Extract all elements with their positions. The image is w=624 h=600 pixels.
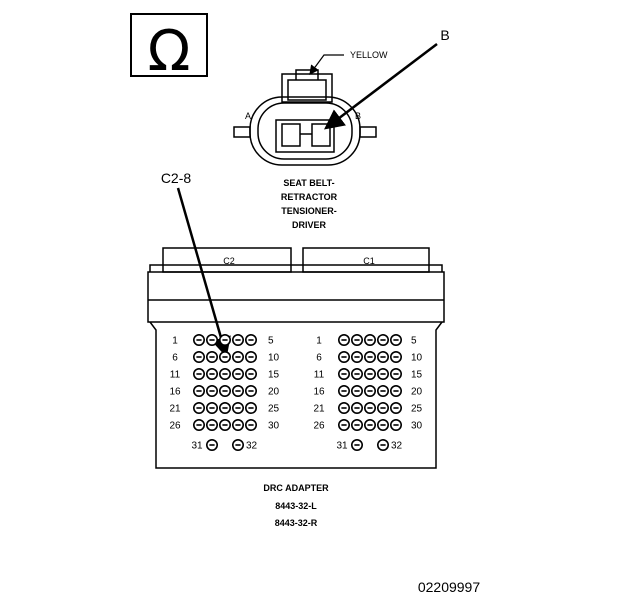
c1-row-label-left: 16 [313,387,325,398]
c1-row-label-right: 30 [411,421,423,432]
c1-row-label-left: 11 [314,370,325,381]
c1-row-label-left: 6 [316,353,322,364]
side-a-label: A [245,111,251,121]
c1-row-label-left: 21 [313,404,325,415]
c1-row-label-right: 10 [411,353,423,364]
c2-row-label-right: 10 [268,353,280,364]
drc-adapter-body [147,247,445,469]
c2-row-label-left: 1 [172,336,178,347]
ohm-icon: Ω [148,19,191,84]
c2-row-label-left: 21 [169,404,181,415]
c2-row-label-right: 5 [268,336,274,347]
c1-label: C1 [363,256,375,266]
c2-label: C2 [223,256,235,266]
side-b-label: B [355,111,361,121]
c1-row-label-right: 15 [411,370,423,381]
c2-row-label-left: 16 [169,387,181,398]
adapter-part-left: 8443-32-L [275,501,317,511]
c2-row-label-left: 11 [170,370,181,381]
c2-row-label-right: 15 [268,370,280,381]
connector-name-line-1: SEAT BELT- [283,178,334,188]
callout-pin-c2-8: C2-8 [161,170,192,186]
c2-row-label-left: 6 [172,353,178,364]
seat-belt-connector [233,69,377,166]
c1-row-label-right: 25 [411,404,423,415]
connector-name-line-4: DRIVER [292,220,327,230]
c2-row-label-right: 30 [268,421,280,432]
wire-color-label: YELLOW [350,50,388,60]
c2-row-label-left: 26 [169,421,181,432]
c1-row-label-right: 5 [411,336,417,347]
ohmmeter-symbol: Ω [130,13,208,84]
connector-name-line-2: RETRACTOR [281,192,338,202]
callout-terminal-b: B [440,27,449,43]
c1-pin-32-label: 32 [391,441,403,452]
callout-b-arrow [324,43,438,130]
c2-row-label-right: 25 [268,404,280,415]
c1-pin-31-label: 31 [336,441,348,452]
c2-row-label-right: 20 [268,387,280,398]
connector-name-line-3: TENSIONER- [281,206,337,216]
c2-pin-32-label: 32 [246,441,258,452]
c1-row-label-right: 20 [411,387,423,398]
adapter-part-right: 8443-32-R [275,518,318,528]
adapter-title: DRC ADAPTER [263,483,329,493]
yellow-wire-leader [309,54,344,75]
c1-row-label-left: 26 [313,421,325,432]
c1-row-label-left: 1 [316,336,322,347]
figure-id: 02209997 [418,579,481,595]
connector-name: SEAT BELT- RETRACTOR TENSIONER- DRIVER [281,178,338,230]
c2-pin-31-label: 31 [191,441,203,452]
